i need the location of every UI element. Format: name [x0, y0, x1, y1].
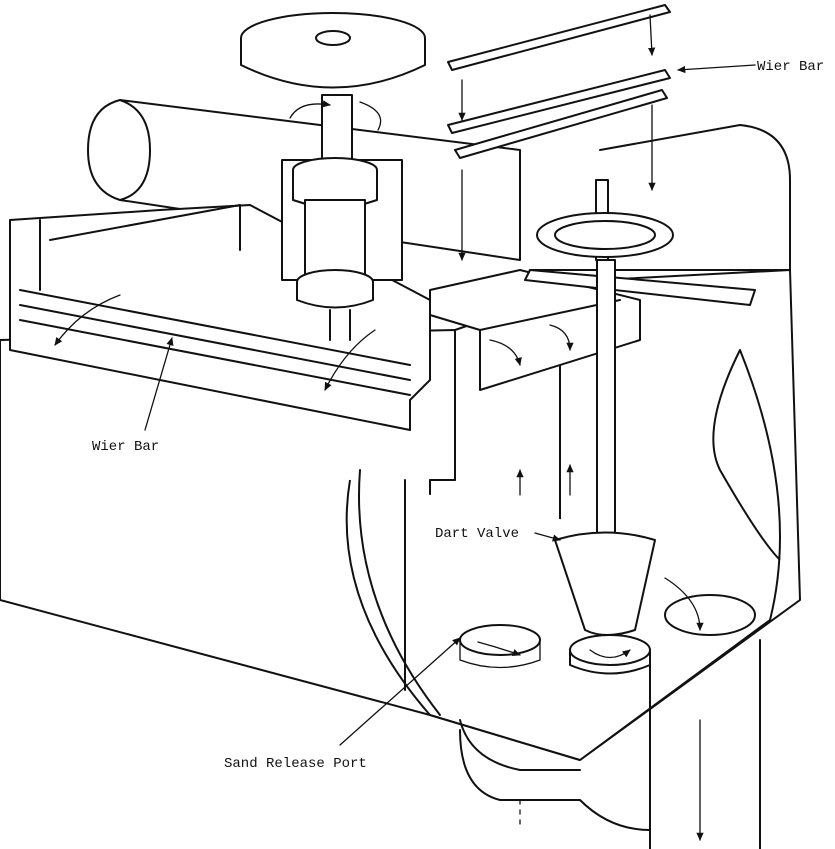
- arrow-icon: [664, 577, 704, 631]
- arrow-icon: [324, 329, 376, 391]
- outlet-pipe: [459, 639, 761, 849]
- arrow-icon: [54, 294, 121, 346]
- label-weir-bar-top: Wier Bar: [757, 59, 824, 75]
- label-weir-bar-left: Wier Bar: [92, 439, 159, 455]
- impeller-assembly: [240, 12, 426, 341]
- arrow-icon: [489, 339, 522, 366]
- arrow-icon: [549, 324, 574, 351]
- flow-arrows: [54, 294, 704, 659]
- dart-valve-assembly: [459, 179, 756, 675]
- arrow-icon: [589, 649, 631, 659]
- label-sand-release-port: Sand Release Port: [224, 756, 367, 772]
- arrow-icon: [477, 641, 521, 657]
- label-dart-valve: Dart Valve: [435, 526, 519, 542]
- leader-lines: [144, 64, 756, 746]
- weir-bars-top: [447, 4, 671, 261]
